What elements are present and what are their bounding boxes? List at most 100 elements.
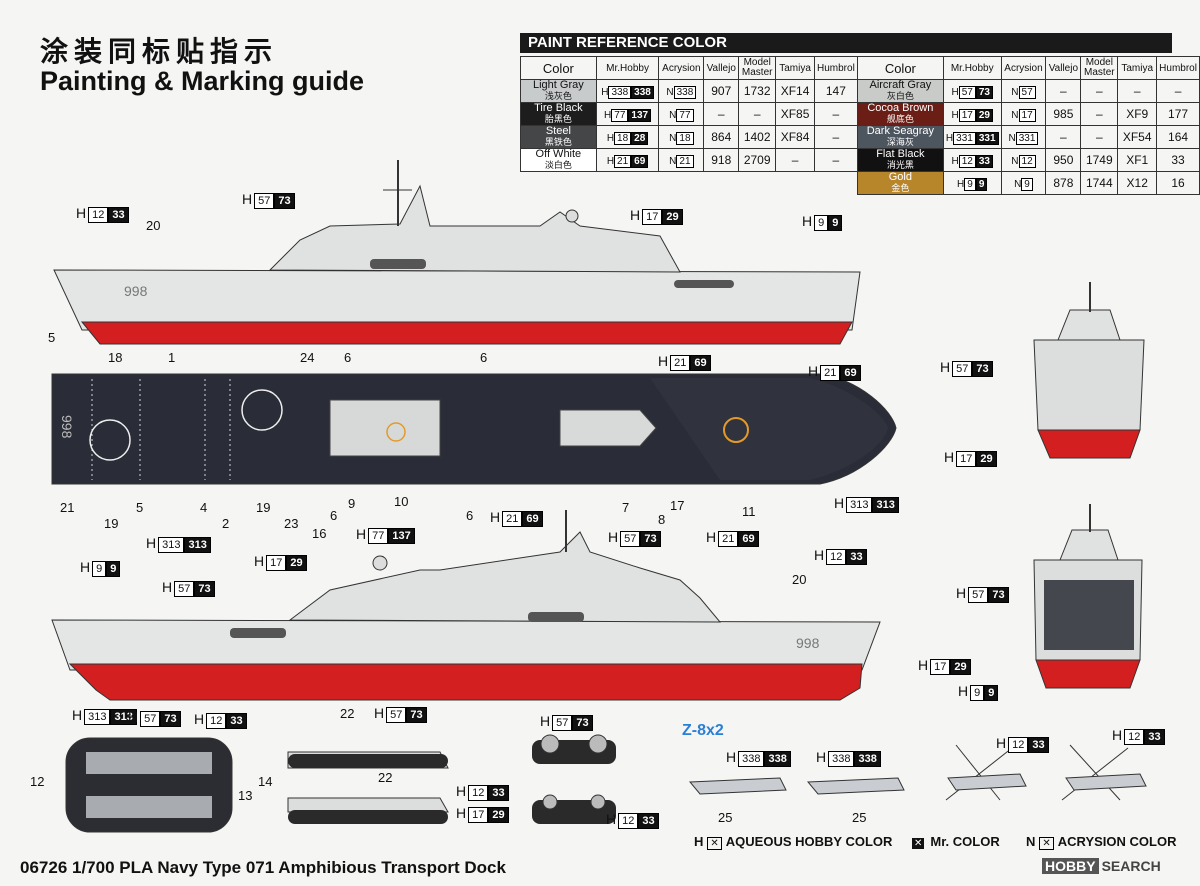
vallejo-code: 907 xyxy=(703,79,740,103)
side-view-port: 998 xyxy=(51,510,881,701)
mm-code: 1744 xyxy=(1080,171,1119,195)
callout-mrcolor: 29 xyxy=(662,209,683,225)
aqueous-code: 17 xyxy=(958,108,976,122)
color-name-cn: 深海灰 xyxy=(886,137,914,147)
callout-prefix: H xyxy=(72,707,83,723)
vallejo-code: 878 xyxy=(1045,171,1082,195)
mm-code: – xyxy=(1080,102,1119,126)
acrysion-value: 57 xyxy=(1018,85,1036,99)
callout-prefix: H xyxy=(814,547,825,563)
z8-section-label: Z-8x2 xyxy=(682,722,724,739)
hull-number-stern: 998 xyxy=(796,635,820,651)
callout-prefix: H xyxy=(242,191,253,207)
callout-mrcolor: 73 xyxy=(972,361,993,377)
callout-mrcolor: 73 xyxy=(572,715,593,731)
callout-mrcolor: 33 xyxy=(1144,729,1165,745)
callout-mrcolor: 73 xyxy=(274,193,295,209)
hull-number-bow-1: 998 xyxy=(124,283,148,299)
mm-code: 2709 xyxy=(738,148,777,172)
vallejo-code: 864 xyxy=(703,125,740,149)
aqueous-code: 77 xyxy=(611,108,629,122)
part-number: 7 xyxy=(622,500,630,515)
part-number: 20 xyxy=(792,572,807,587)
callout-mrcolor: 33 xyxy=(488,785,509,801)
acrysion-value: 21 xyxy=(676,154,694,168)
aqueous-code: 18 xyxy=(614,131,632,145)
callout-prefix: H xyxy=(76,205,87,221)
callout-aqueous: 17 xyxy=(642,209,663,225)
callout-aqueous: 9 xyxy=(970,685,985,701)
callout-aqueous: 57 xyxy=(952,361,973,377)
part-number: 22 xyxy=(340,706,355,721)
callout-prefix: H xyxy=(374,705,385,721)
callout-aqueous: 21 xyxy=(718,531,739,547)
legend-acrysion: N✕ACRYSION COLOR xyxy=(1026,834,1176,850)
callout-mrcolor: 313 xyxy=(872,497,899,513)
callout-prefix: H xyxy=(456,805,467,821)
callout-prefix: H xyxy=(456,783,467,799)
part-number: 12 xyxy=(30,774,45,789)
part-number: 25 xyxy=(718,810,733,825)
callout-prefix: H xyxy=(254,553,265,569)
callout-prefix: H xyxy=(944,449,955,465)
part-number: 19 xyxy=(256,500,271,515)
part-number: 23 xyxy=(284,516,299,531)
aqueous-code: 9 xyxy=(964,177,976,191)
callout-aqueous: 57 xyxy=(254,193,275,209)
callout-aqueous: 17 xyxy=(468,807,489,823)
callout-aqueous: 57 xyxy=(552,715,573,731)
humbrol-code: 16 xyxy=(1156,171,1200,195)
paint-table-title: PAINT REFERENCE COLOR xyxy=(520,33,1172,53)
legend-mrcolor: ✕Mr. COLOR xyxy=(912,834,1000,849)
callout-mrcolor: 9 xyxy=(828,215,843,231)
callout-prefix: H xyxy=(956,585,967,601)
callout-mrcolor: 69 xyxy=(690,355,711,371)
tamiya-code: – xyxy=(1117,79,1158,103)
callout-prefix: H xyxy=(1112,727,1123,743)
callout-prefix: H xyxy=(128,709,139,725)
tamiya-code: XF14 xyxy=(775,79,815,103)
color-name-cn: 灰白色 xyxy=(886,91,914,101)
legend-n-prefix: N xyxy=(1026,834,1036,849)
vallejo-code: 985 xyxy=(1045,102,1082,126)
box-icon: ✕ xyxy=(707,837,722,850)
acrysion-value: 77 xyxy=(676,108,694,122)
callout-prefix: H xyxy=(490,509,501,525)
watermark-text: SEARCH xyxy=(1101,858,1161,874)
part-number: 13 xyxy=(238,788,253,803)
callout-mrcolor: 33 xyxy=(226,713,247,729)
header-vallejo: Vallejo xyxy=(703,56,740,80)
callout-prefix: H xyxy=(726,749,737,765)
color-name-cn: 消光黑 xyxy=(886,160,914,170)
